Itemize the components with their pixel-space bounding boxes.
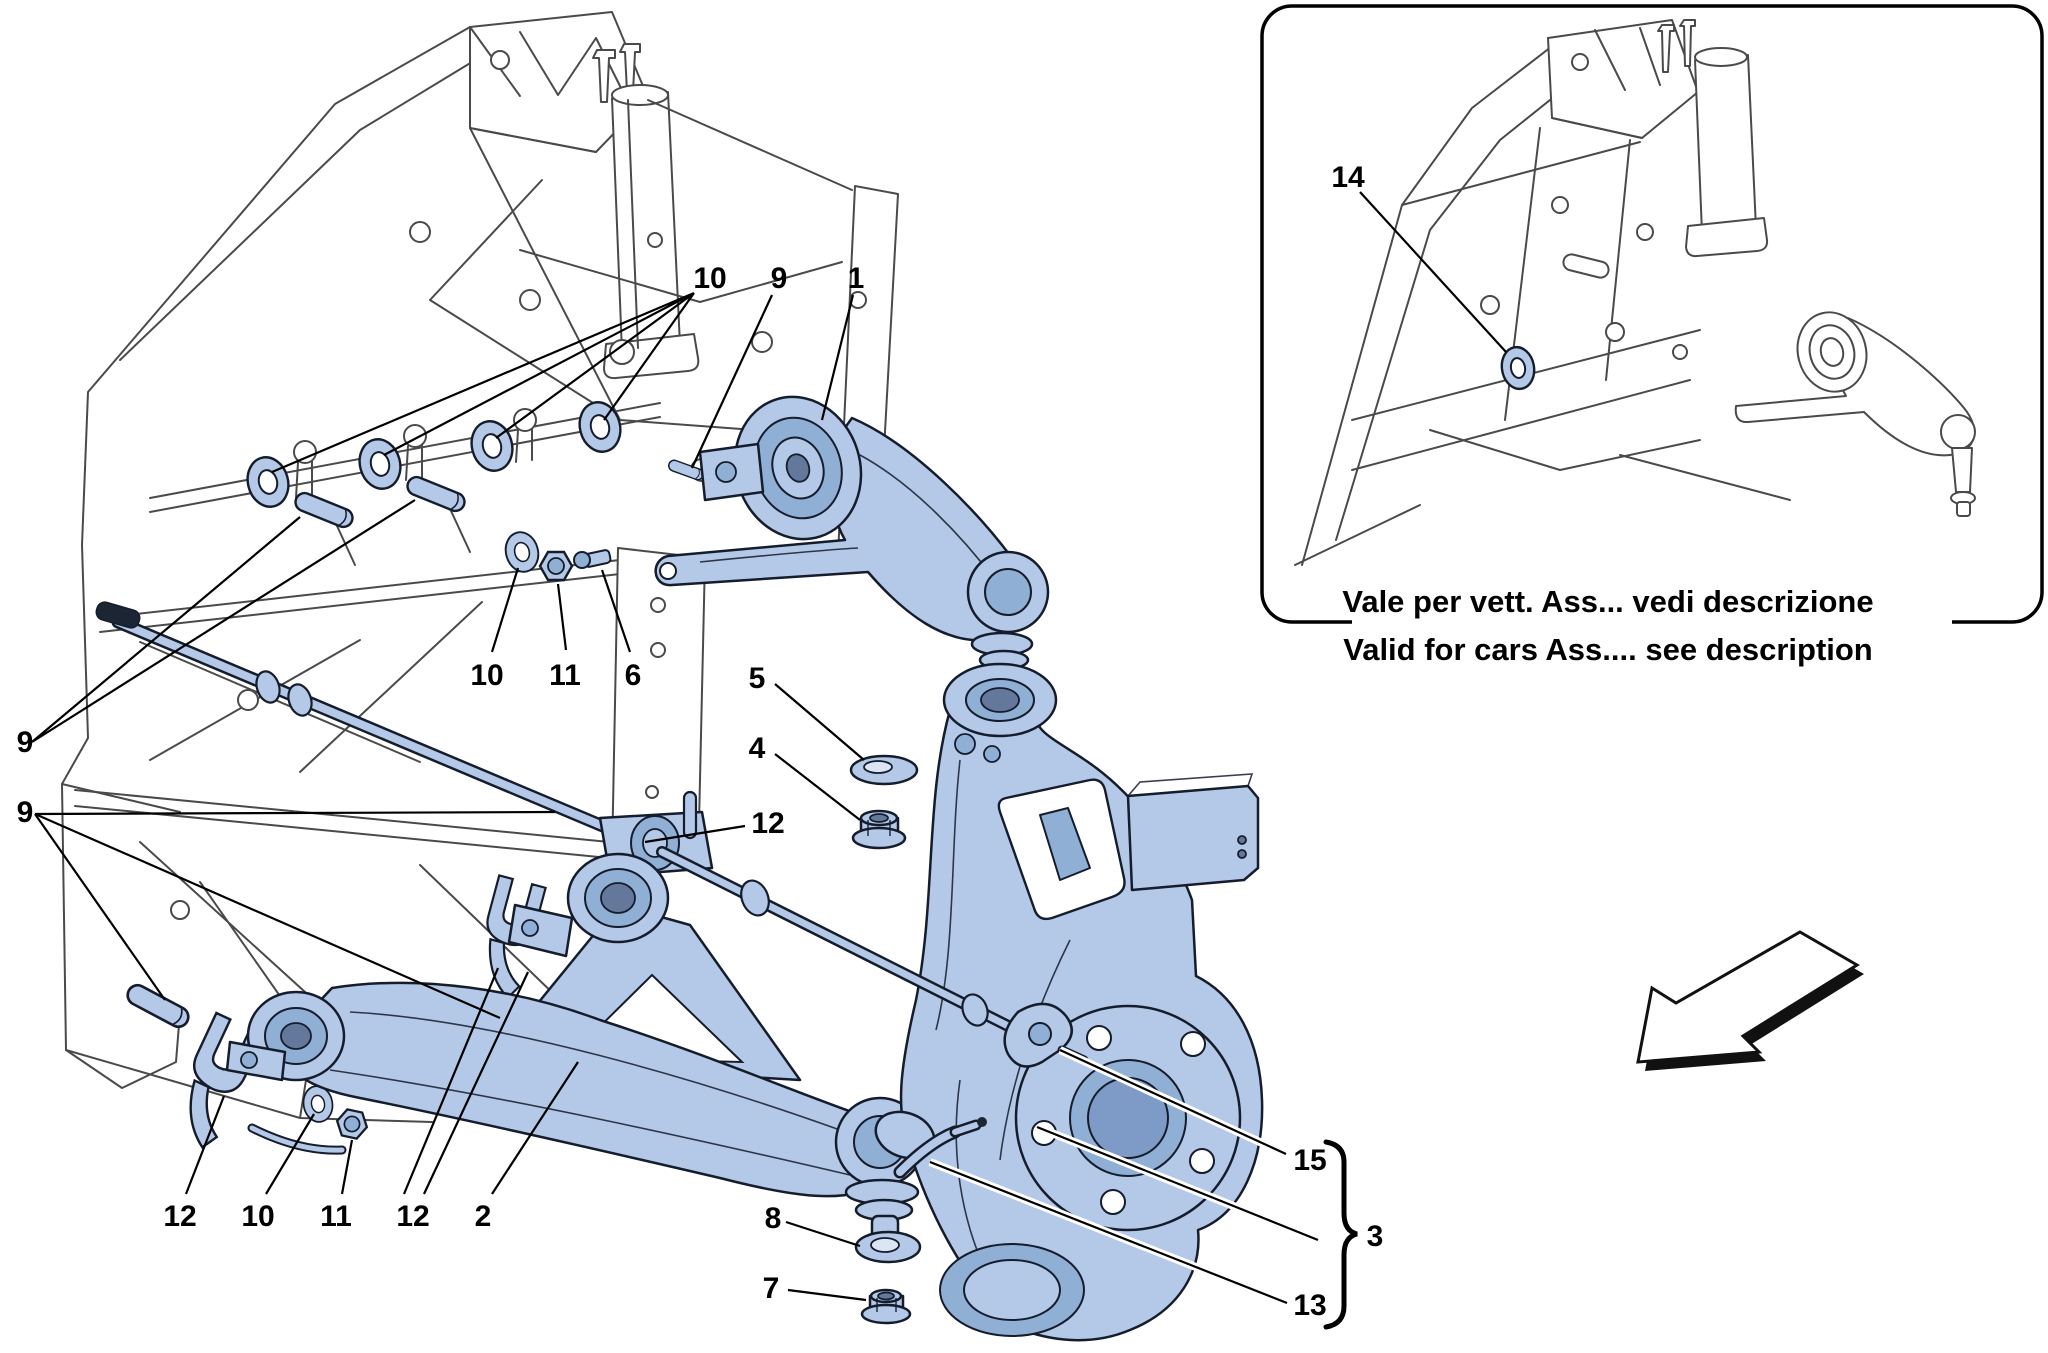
callout-1: 1 bbox=[820, 262, 865, 421]
nut-icon bbox=[538, 550, 574, 582]
inset-drawing bbox=[1294, 19, 1976, 566]
frame-structure bbox=[61, 11, 899, 1123]
callout-14: 14 bbox=[1331, 161, 1507, 353]
callout-8: 8 bbox=[765, 1202, 861, 1248]
callout-10-top: 10 bbox=[271, 262, 727, 474]
svg-text:12: 12 bbox=[751, 807, 784, 840]
callout-12-mid: 12 bbox=[644, 807, 785, 844]
nut-part7 bbox=[860, 1288, 912, 1325]
callout-12-bottom-left: 12 bbox=[163, 1095, 226, 1233]
washer-part14 bbox=[1500, 345, 1536, 391]
callout-6: 6 bbox=[600, 569, 642, 692]
washer-icon bbox=[573, 396, 627, 458]
inset-caption-english: Valid for cars Ass.... see description bbox=[1343, 632, 1873, 667]
pin-icon bbox=[291, 489, 357, 531]
callout-5: 5 bbox=[749, 662, 865, 761]
svg-text:15: 15 bbox=[1293, 1144, 1326, 1177]
inset-caption-italian: Vale per vett. Ass... vedi descrizione bbox=[1342, 584, 1873, 619]
svg-text:11: 11 bbox=[549, 659, 581, 692]
callout-13: 13 bbox=[928, 1158, 1327, 1322]
rod-end-fitting bbox=[95, 601, 141, 629]
svg-text:12: 12 bbox=[396, 1200, 429, 1233]
callout-15: 15 bbox=[1058, 1046, 1327, 1177]
svg-text:5: 5 bbox=[749, 662, 766, 695]
callout-9-top: 9 bbox=[691, 262, 788, 469]
nut-icon bbox=[333, 1106, 371, 1142]
svg-text:3: 3 bbox=[1367, 1220, 1384, 1253]
svg-text:1: 1 bbox=[848, 262, 865, 295]
nut-part4 bbox=[851, 809, 907, 850]
svg-text:10: 10 bbox=[470, 659, 503, 692]
pin-icon bbox=[403, 473, 469, 515]
callout-9-left-lower: 9 bbox=[17, 796, 556, 1020]
stabilizer-rod bbox=[95, 601, 662, 855]
steering-knuckle bbox=[874, 662, 1264, 1342]
svg-text:10: 10 bbox=[693, 262, 726, 295]
callout-7: 7 bbox=[763, 1272, 867, 1305]
svg-text:6: 6 bbox=[625, 659, 642, 692]
svg-text:2: 2 bbox=[475, 1200, 492, 1233]
bolt-part6 bbox=[573, 549, 612, 569]
svg-text:10: 10 bbox=[241, 1200, 274, 1233]
callout-11-mid: 11 bbox=[549, 583, 581, 692]
forks-part12 bbox=[161, 874, 547, 1155]
callout-3: 3 bbox=[1035, 1123, 1384, 1330]
direction-arrow bbox=[1636, 930, 1864, 1071]
callouts: 10 9 1 10 11 6 5 4 bbox=[17, 262, 1384, 1330]
callout-2: 2 bbox=[475, 1061, 579, 1233]
washer-icon bbox=[241, 451, 295, 513]
lower-wishbone bbox=[225, 852, 926, 1246]
callout-11-bottom: 11 bbox=[320, 1139, 354, 1233]
svg-text:11: 11 bbox=[320, 1200, 352, 1233]
callout-10-mid: 10 bbox=[470, 567, 520, 692]
svg-text:4: 4 bbox=[749, 732, 766, 765]
callout-10-bottom: 10 bbox=[241, 1113, 315, 1233]
svg-text:9: 9 bbox=[771, 262, 788, 295]
svg-text:8: 8 bbox=[765, 1202, 782, 1235]
svg-text:7: 7 bbox=[763, 1272, 780, 1305]
svg-text:9: 9 bbox=[17, 726, 34, 759]
washer-part8 bbox=[854, 1230, 922, 1264]
callout-12-bottom-right: 12 bbox=[396, 967, 529, 1233]
svg-text:13: 13 bbox=[1293, 1289, 1326, 1322]
inset-box: Vale per vett. Ass... vedi descrizione V… bbox=[1260, 4, 2044, 667]
brace bbox=[1323, 1139, 1358, 1330]
callout-label: 14 bbox=[1331, 161, 1365, 194]
washer-part5 bbox=[849, 754, 919, 786]
upper-wishbone bbox=[654, 395, 1050, 732]
svg-text:12: 12 bbox=[163, 1200, 196, 1233]
svg-text:9: 9 bbox=[17, 796, 34, 829]
washer-icon bbox=[353, 433, 407, 495]
callout-9-left-upper: 9 bbox=[17, 499, 416, 759]
callout-4: 4 bbox=[749, 732, 861, 821]
washer-icon bbox=[465, 415, 519, 477]
